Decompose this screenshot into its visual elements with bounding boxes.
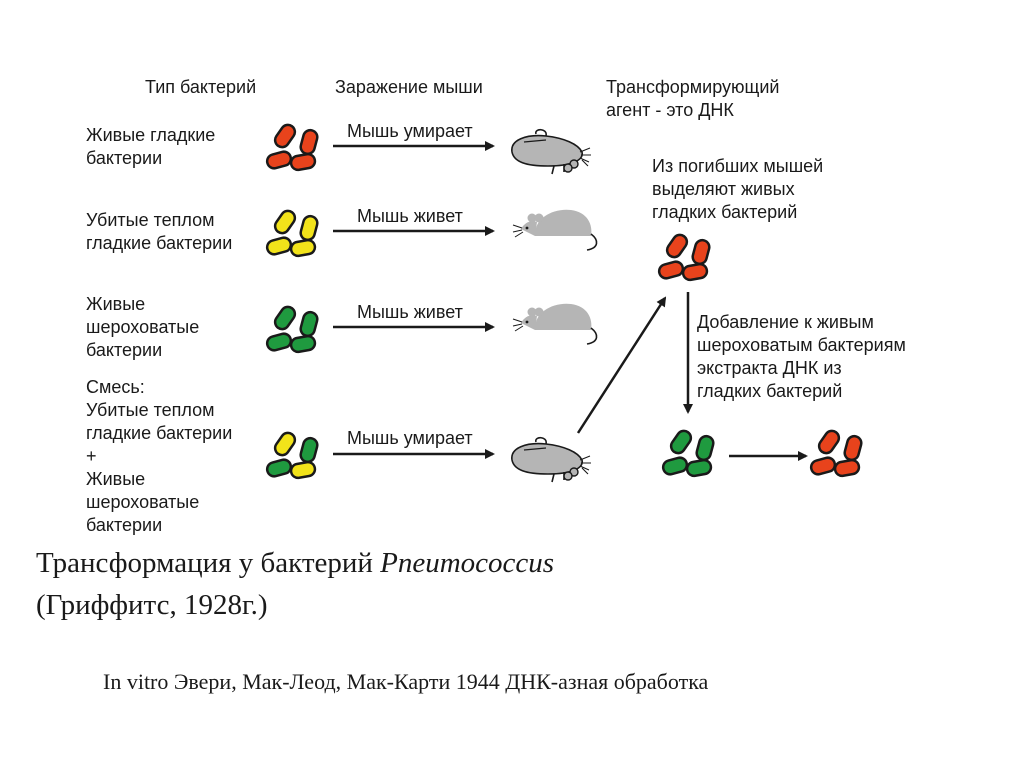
bacterium-icon bbox=[669, 429, 693, 455]
live-mouse-icon bbox=[512, 302, 598, 345]
bacterium-icon bbox=[299, 310, 319, 338]
bacterium-icon bbox=[289, 334, 317, 354]
bacterium-icon bbox=[265, 332, 293, 352]
row-3-label: Живые шероховатые бактерии bbox=[86, 294, 200, 360]
dead-mouse-icon bbox=[511, 128, 592, 175]
bacterium-icon bbox=[695, 434, 715, 462]
bacterium-icon bbox=[817, 429, 841, 455]
row-2-result: Мышь живет bbox=[357, 206, 463, 226]
header-mouse-infection: Заражение мыши bbox=[335, 77, 483, 97]
bacterium-icon bbox=[289, 460, 317, 480]
bacterium-icon bbox=[289, 152, 317, 172]
title-organism: Pneumococcus bbox=[380, 547, 555, 579]
bacterium-icon bbox=[273, 123, 297, 149]
slide-subtitle: (Гриффитс, 1928г.) bbox=[36, 589, 268, 621]
bacterium-icon bbox=[273, 305, 297, 331]
header-bacteria-type: Тип бактерий bbox=[145, 77, 257, 97]
bacteria-cluster-transformed bbox=[809, 429, 863, 478]
row-1-label: Живые гладкие бактерии bbox=[86, 125, 216, 168]
live-mouse-icon bbox=[512, 208, 598, 251]
bacterium-icon bbox=[273, 209, 297, 235]
row-4-label: Смесь: Убитые теплом гладкие бактерии + … bbox=[86, 377, 233, 535]
bacterium-icon bbox=[299, 128, 319, 156]
row-2-label: Убитые теплом гладкие бактерии bbox=[86, 210, 233, 253]
bacterium-icon bbox=[265, 236, 293, 256]
bacterium-icon bbox=[661, 456, 689, 476]
bacterium-icon bbox=[665, 233, 689, 259]
bacterium-icon bbox=[265, 150, 293, 170]
bacterium-icon bbox=[265, 458, 293, 478]
bacteria-cluster-row-4 bbox=[265, 431, 319, 480]
dna-added-note: Добавление к живым шероховатым бактериям… bbox=[697, 312, 906, 401]
bacterium-icon bbox=[843, 434, 863, 462]
bacterium-icon bbox=[289, 238, 317, 258]
header-transforming-agent: Трансформирующий агент - это ДНК bbox=[606, 77, 780, 120]
bacterium-icon bbox=[657, 260, 685, 280]
isolated-note: Из погибших мышей выделяют живых гладких… bbox=[652, 156, 824, 222]
bacterium-icon bbox=[273, 431, 297, 457]
bacteria-cluster-row-1 bbox=[265, 123, 319, 172]
row-1-result: Мышь умирает bbox=[347, 121, 473, 141]
bacterium-icon bbox=[809, 456, 837, 476]
bacteria-cluster-row-3 bbox=[265, 305, 319, 354]
title-main: Трансформация у бактерий bbox=[36, 547, 381, 579]
footer-note: In vitro Эвери, Мак-Леод, Мак-Карти 1944… bbox=[103, 669, 709, 694]
bacteria-cluster-rough-dna bbox=[661, 429, 715, 478]
bacterium-icon bbox=[685, 458, 713, 478]
slide-title: Трансформация у бактерий Pneumococcus bbox=[36, 544, 554, 582]
row-4-result: Мышь умирает bbox=[347, 428, 473, 448]
bacteria-cluster-isolated bbox=[657, 233, 711, 282]
bacterium-icon bbox=[299, 436, 319, 464]
bacteria-cluster-row-2 bbox=[265, 209, 319, 258]
row-3-result: Мышь живет bbox=[357, 302, 463, 322]
bacterium-icon bbox=[833, 458, 861, 478]
bacterium-icon bbox=[691, 238, 711, 266]
arrow-diagonal bbox=[576, 296, 667, 434]
bacterium-icon bbox=[299, 214, 319, 242]
dead-mouse-icon bbox=[511, 436, 592, 483]
bacterium-icon bbox=[681, 262, 709, 282]
